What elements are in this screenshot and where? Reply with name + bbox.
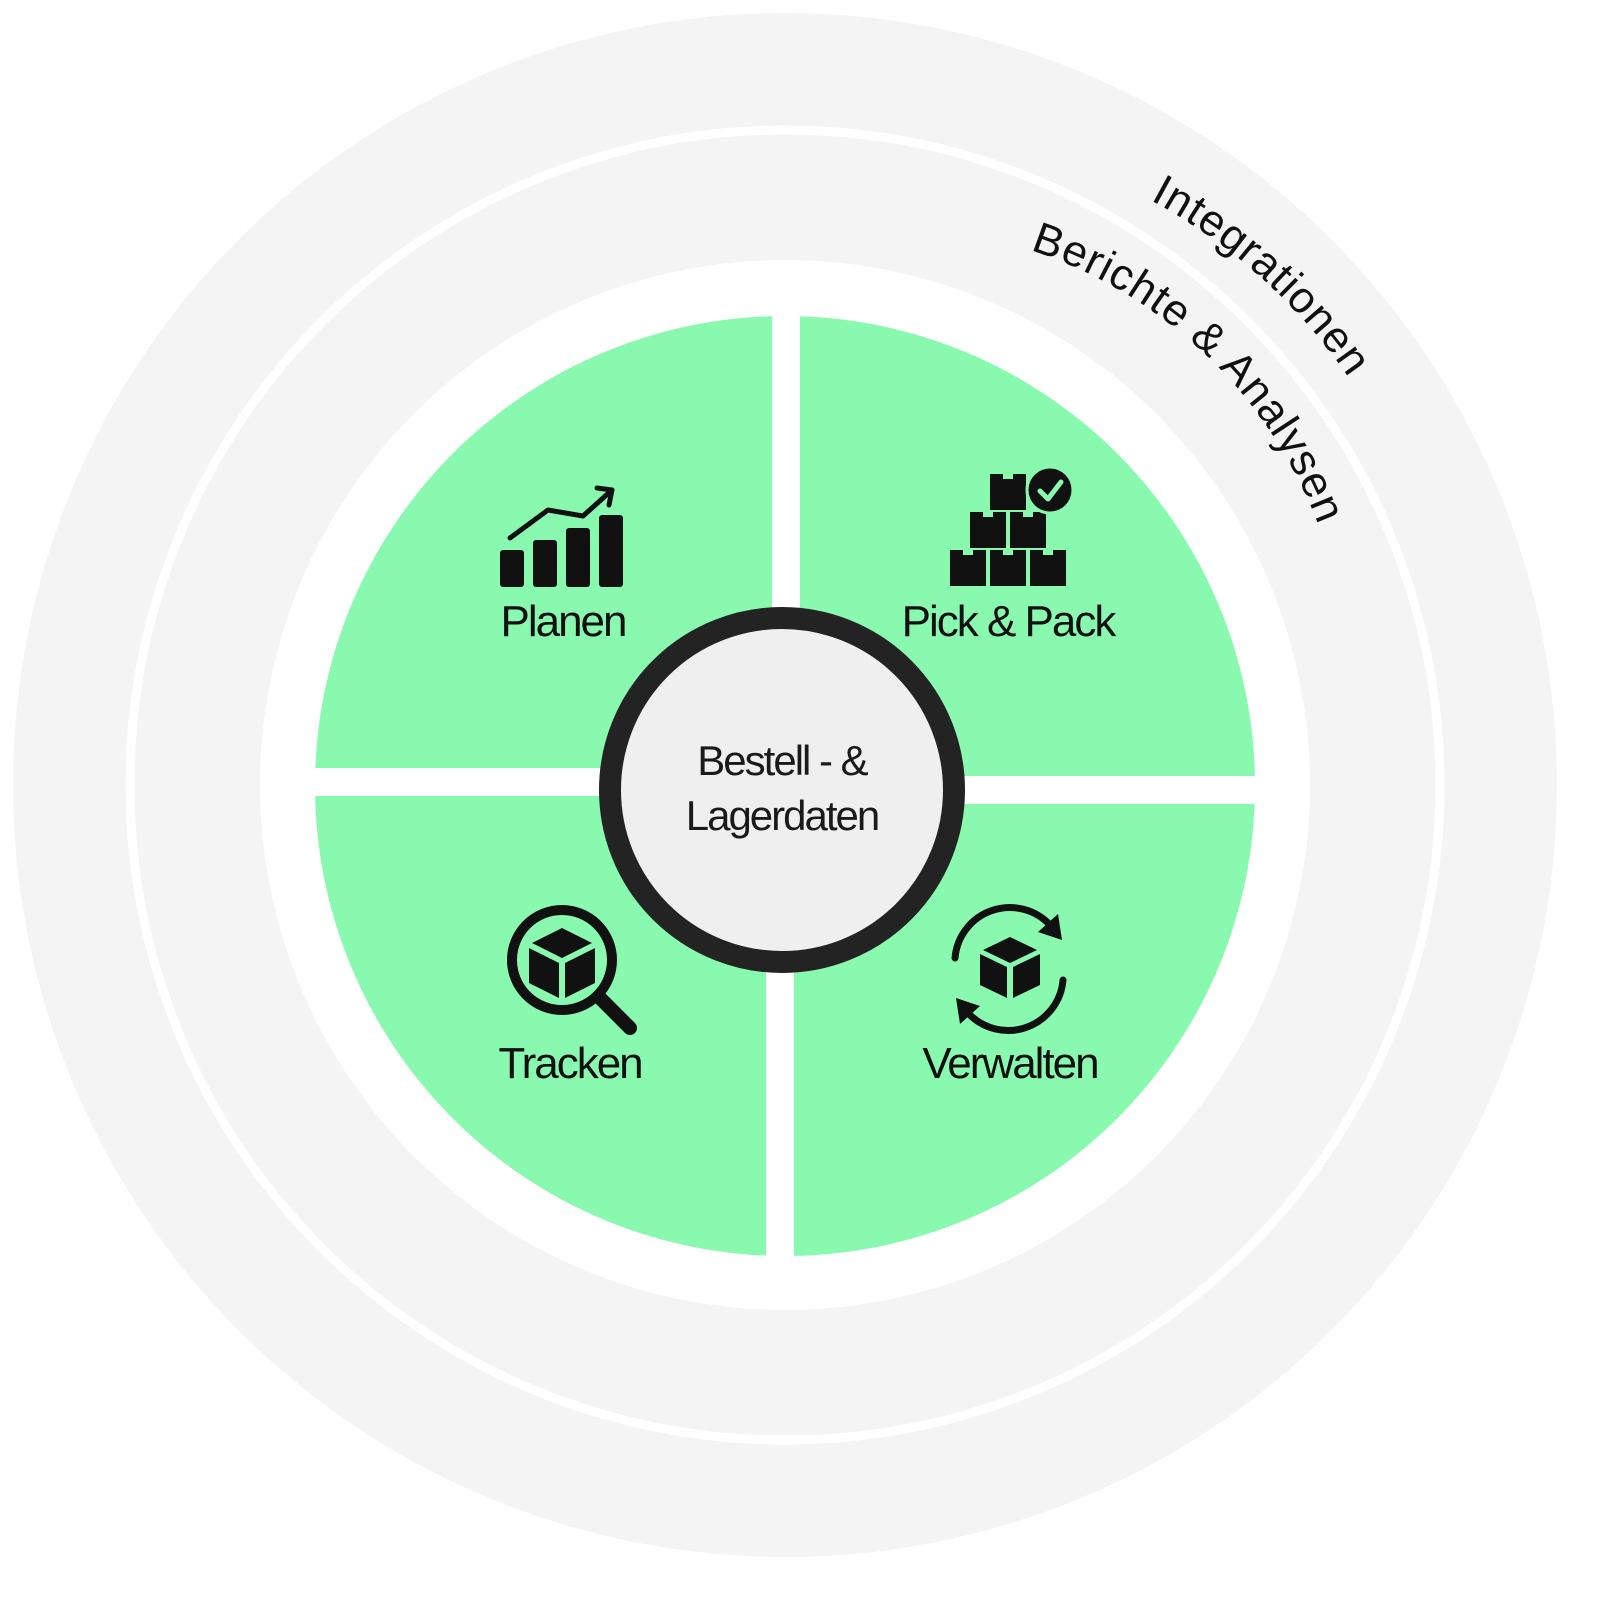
center-label-line2: Lagerdaten [686, 792, 879, 839]
label-planen: Planen [500, 597, 625, 646]
label-pick-pack: Pick & Pack [902, 597, 1118, 646]
center-label-line1: Bestell - & [697, 737, 868, 784]
label-verwalten: Verwalten [922, 1039, 1097, 1088]
box-search-icon [507, 905, 637, 1035]
stacked-boxes-check-icon [950, 465, 1075, 586]
center-circle[interactable] [599, 607, 965, 973]
growth-chart-icon [500, 485, 623, 587]
label-tracken: Tracken [498, 1039, 641, 1088]
box-cycle-icon [951, 904, 1067, 1034]
ring-divider [125, 125, 1445, 1445]
